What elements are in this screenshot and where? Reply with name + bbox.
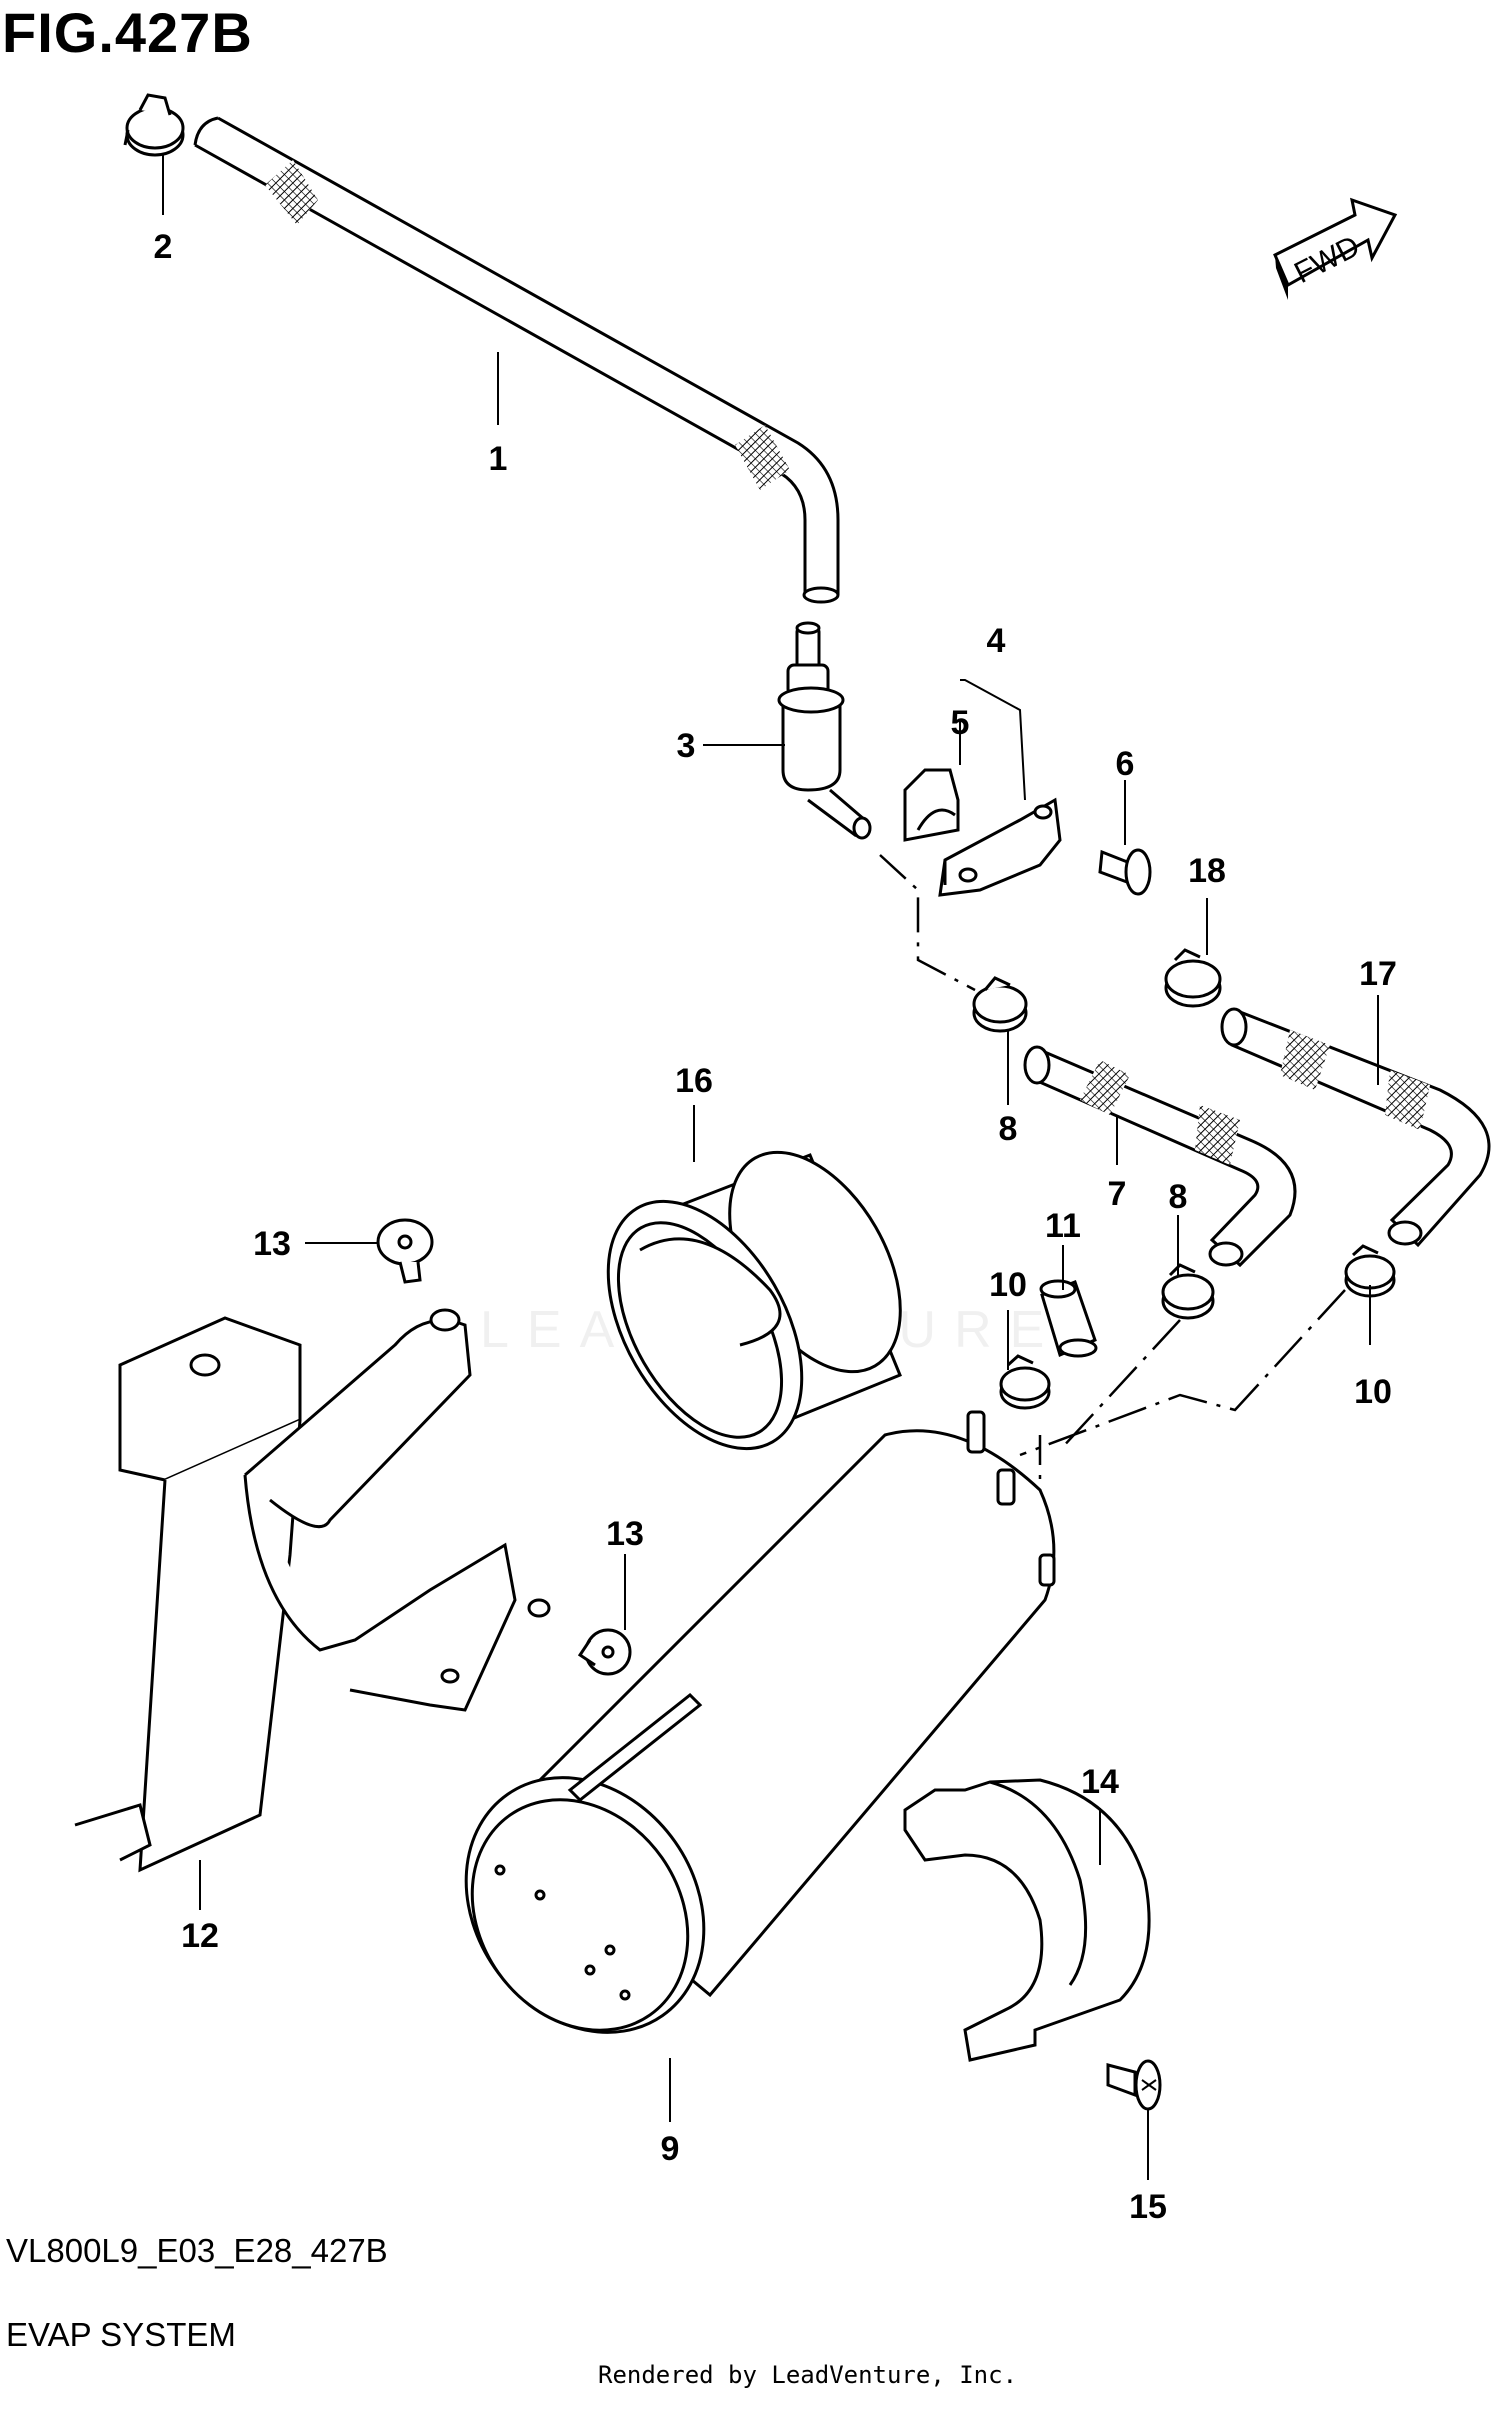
system-name: EVAP SYSTEM — [6, 2316, 236, 2353]
part-7-hose — [1023, 1045, 1297, 1268]
leader-lines — [162, 155, 1379, 2180]
part-2-hose-clamp — [123, 93, 185, 157]
figure-title: FIG.427B — [2, 1, 253, 64]
part-5-clamp-half — [903, 768, 960, 842]
part-12-bracket — [74, 1308, 551, 1873]
part-8-hose-clamp-upper — [972, 976, 1028, 1033]
callout-numbers: 1 2 3 4 5 6 7 8 8 9 10 10 11 12 13 13 14… — [154, 228, 1397, 2226]
callout-10-left: 10 — [989, 1266, 1027, 1304]
part-13-bolt-lower — [577, 1628, 632, 1676]
fwd-arrow-icon: FWD — [1273, 197, 1398, 300]
callout-18: 18 — [1188, 852, 1226, 890]
callout-17: 17 — [1359, 955, 1397, 993]
callout-11: 11 — [1045, 1207, 1081, 1245]
callout-14: 14 — [1081, 1763, 1119, 1801]
callout-7: 7 — [1108, 1175, 1127, 1213]
callout-13-lower: 13 — [606, 1515, 644, 1553]
callout-15: 15 — [1129, 2188, 1167, 2226]
callout-10-right: 10 — [1354, 1373, 1392, 1411]
part-15-screw — [1106, 2059, 1162, 2111]
callout-8-lower: 8 — [1169, 1178, 1188, 1216]
part-18-hose-clamp — [1164, 948, 1222, 1008]
part-9-canister — [464, 1410, 1056, 2034]
render-credit: Rendered by LeadVenture, Inc. — [598, 2361, 1018, 2389]
part-3-check-valve — [777, 621, 872, 840]
part-4-leader — [960, 679, 1026, 801]
part-10-hose-clamp-right — [1344, 1244, 1396, 1298]
callout-2: 2 — [154, 228, 173, 266]
diagram-code: VL800L9_E03_E28_427B — [6, 2232, 388, 2269]
part-11-hose — [1039, 1279, 1098, 1358]
part-16-cushion — [606, 1150, 902, 1451]
callout-8-upper: 8 — [999, 1110, 1018, 1148]
callout-12: 12 — [181, 1917, 219, 1955]
part-10-hose-clamp-left — [999, 1354, 1051, 1410]
callout-5: 5 — [951, 704, 970, 742]
part-13-bolt-upper — [376, 1218, 434, 1284]
part-6-screw — [1098, 848, 1152, 896]
part-17-hose — [1220, 1007, 1491, 1248]
part-4-clamp-half — [938, 797, 1062, 897]
callout-4: 4 — [987, 622, 1006, 660]
callout-13-upper: 13 — [253, 1225, 291, 1263]
part-1-vent-hose — [193, 116, 840, 604]
callout-9: 9 — [661, 2130, 680, 2168]
part-8-hose-clamp-lower — [1161, 1263, 1215, 1320]
callout-6: 6 — [1116, 745, 1135, 783]
callout-16: 16 — [675, 1062, 713, 1100]
part-14-holder — [903, 1778, 1151, 2062]
callout-1: 1 — [489, 440, 508, 478]
callout-3: 3 — [677, 727, 696, 765]
